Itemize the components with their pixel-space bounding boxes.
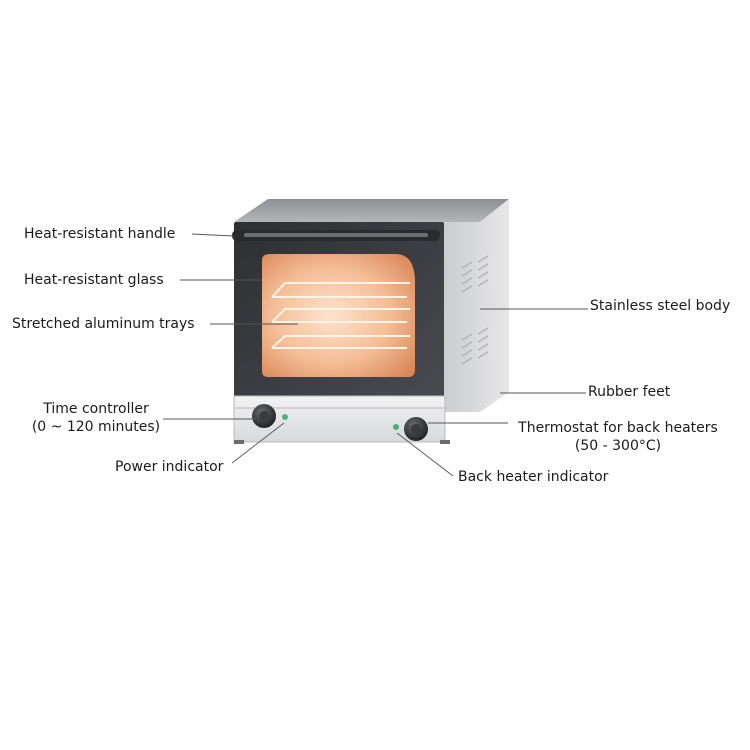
label-heat-resistant-handle: Heat-resistant handle [24,226,176,242]
power-indicator-light [282,414,288,420]
back-heater-indicator-light [393,424,399,430]
label-power-indicator: Power indicator [115,459,224,475]
label-time-controller-title: Time controller [43,401,149,417]
label-rubber-feet: Rubber feet [588,384,671,400]
label-stainless-steel-body: Stainless steel body [590,298,731,314]
label-thermostat-title: Thermostat for back heaters [518,420,718,436]
label-time-controller-range: (0 ~ 120 minutes) [31,419,161,435]
label-time-controller: Time controller (0 ~ 120 minutes) [22,400,170,436]
side-vents [461,255,489,365]
label-heat-resistant-glass: Heat-resistant glass [24,272,164,288]
oven-window-glass [262,254,415,377]
leader-power [231,422,285,464]
oven-side-panel [438,199,509,412]
leader-lines [163,233,588,477]
oven-top [234,199,509,222]
label-back-heater-indicator: Back heater indicator [458,469,609,485]
oven-trays [271,282,410,349]
label-thermostat-range: (50 - 300°C) [574,438,662,454]
leader-back-heater [396,432,454,477]
label-stretched-aluminum-trays: Stretched aluminum trays [12,316,195,332]
label-thermostat: Thermostat for back heaters (50 - 300°C) [510,419,726,455]
leader-handle [191,233,235,237]
rubber-foot [440,440,450,444]
